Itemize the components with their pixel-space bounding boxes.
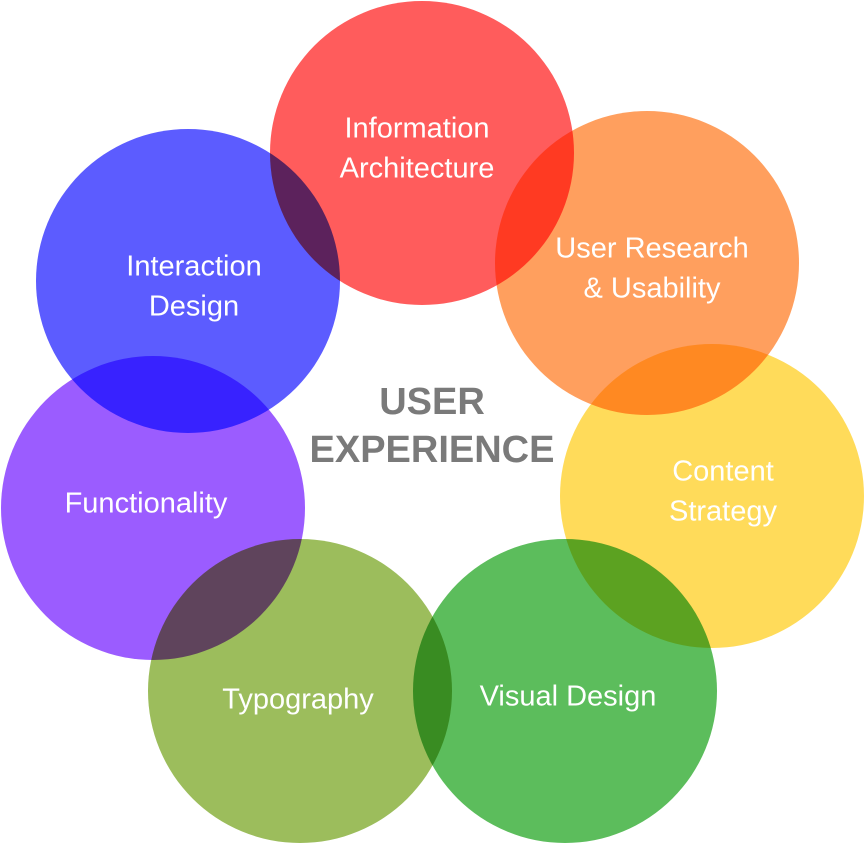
label-content: Content	[672, 456, 774, 488]
label-interaction: Interaction	[126, 251, 261, 283]
label-visual-design: Visual Design	[480, 681, 657, 713]
label-layer: Information Architecture User Research &…	[65, 113, 778, 716]
label-functionality: Functionality	[65, 488, 228, 520]
circle-visual-design	[413, 539, 717, 843]
label-usability: & Usability	[584, 273, 721, 305]
label-information-architecture: Information	[344, 113, 489, 145]
circle-functionality	[1, 356, 305, 660]
label-user-research: User Research	[555, 233, 748, 265]
center-title-line1: USER	[379, 381, 485, 423]
circle-information-architecture	[270, 1, 574, 305]
center-title-line2: EXPERIENCE	[310, 429, 555, 471]
circle-interaction-design	[36, 129, 340, 433]
label-typography: Typography	[222, 684, 374, 716]
label-strategy: Strategy	[669, 496, 777, 528]
circle-user-research-usability	[495, 111, 799, 415]
label-information-architecture-line2: Architecture	[340, 153, 495, 185]
label-design: Design	[149, 291, 239, 323]
